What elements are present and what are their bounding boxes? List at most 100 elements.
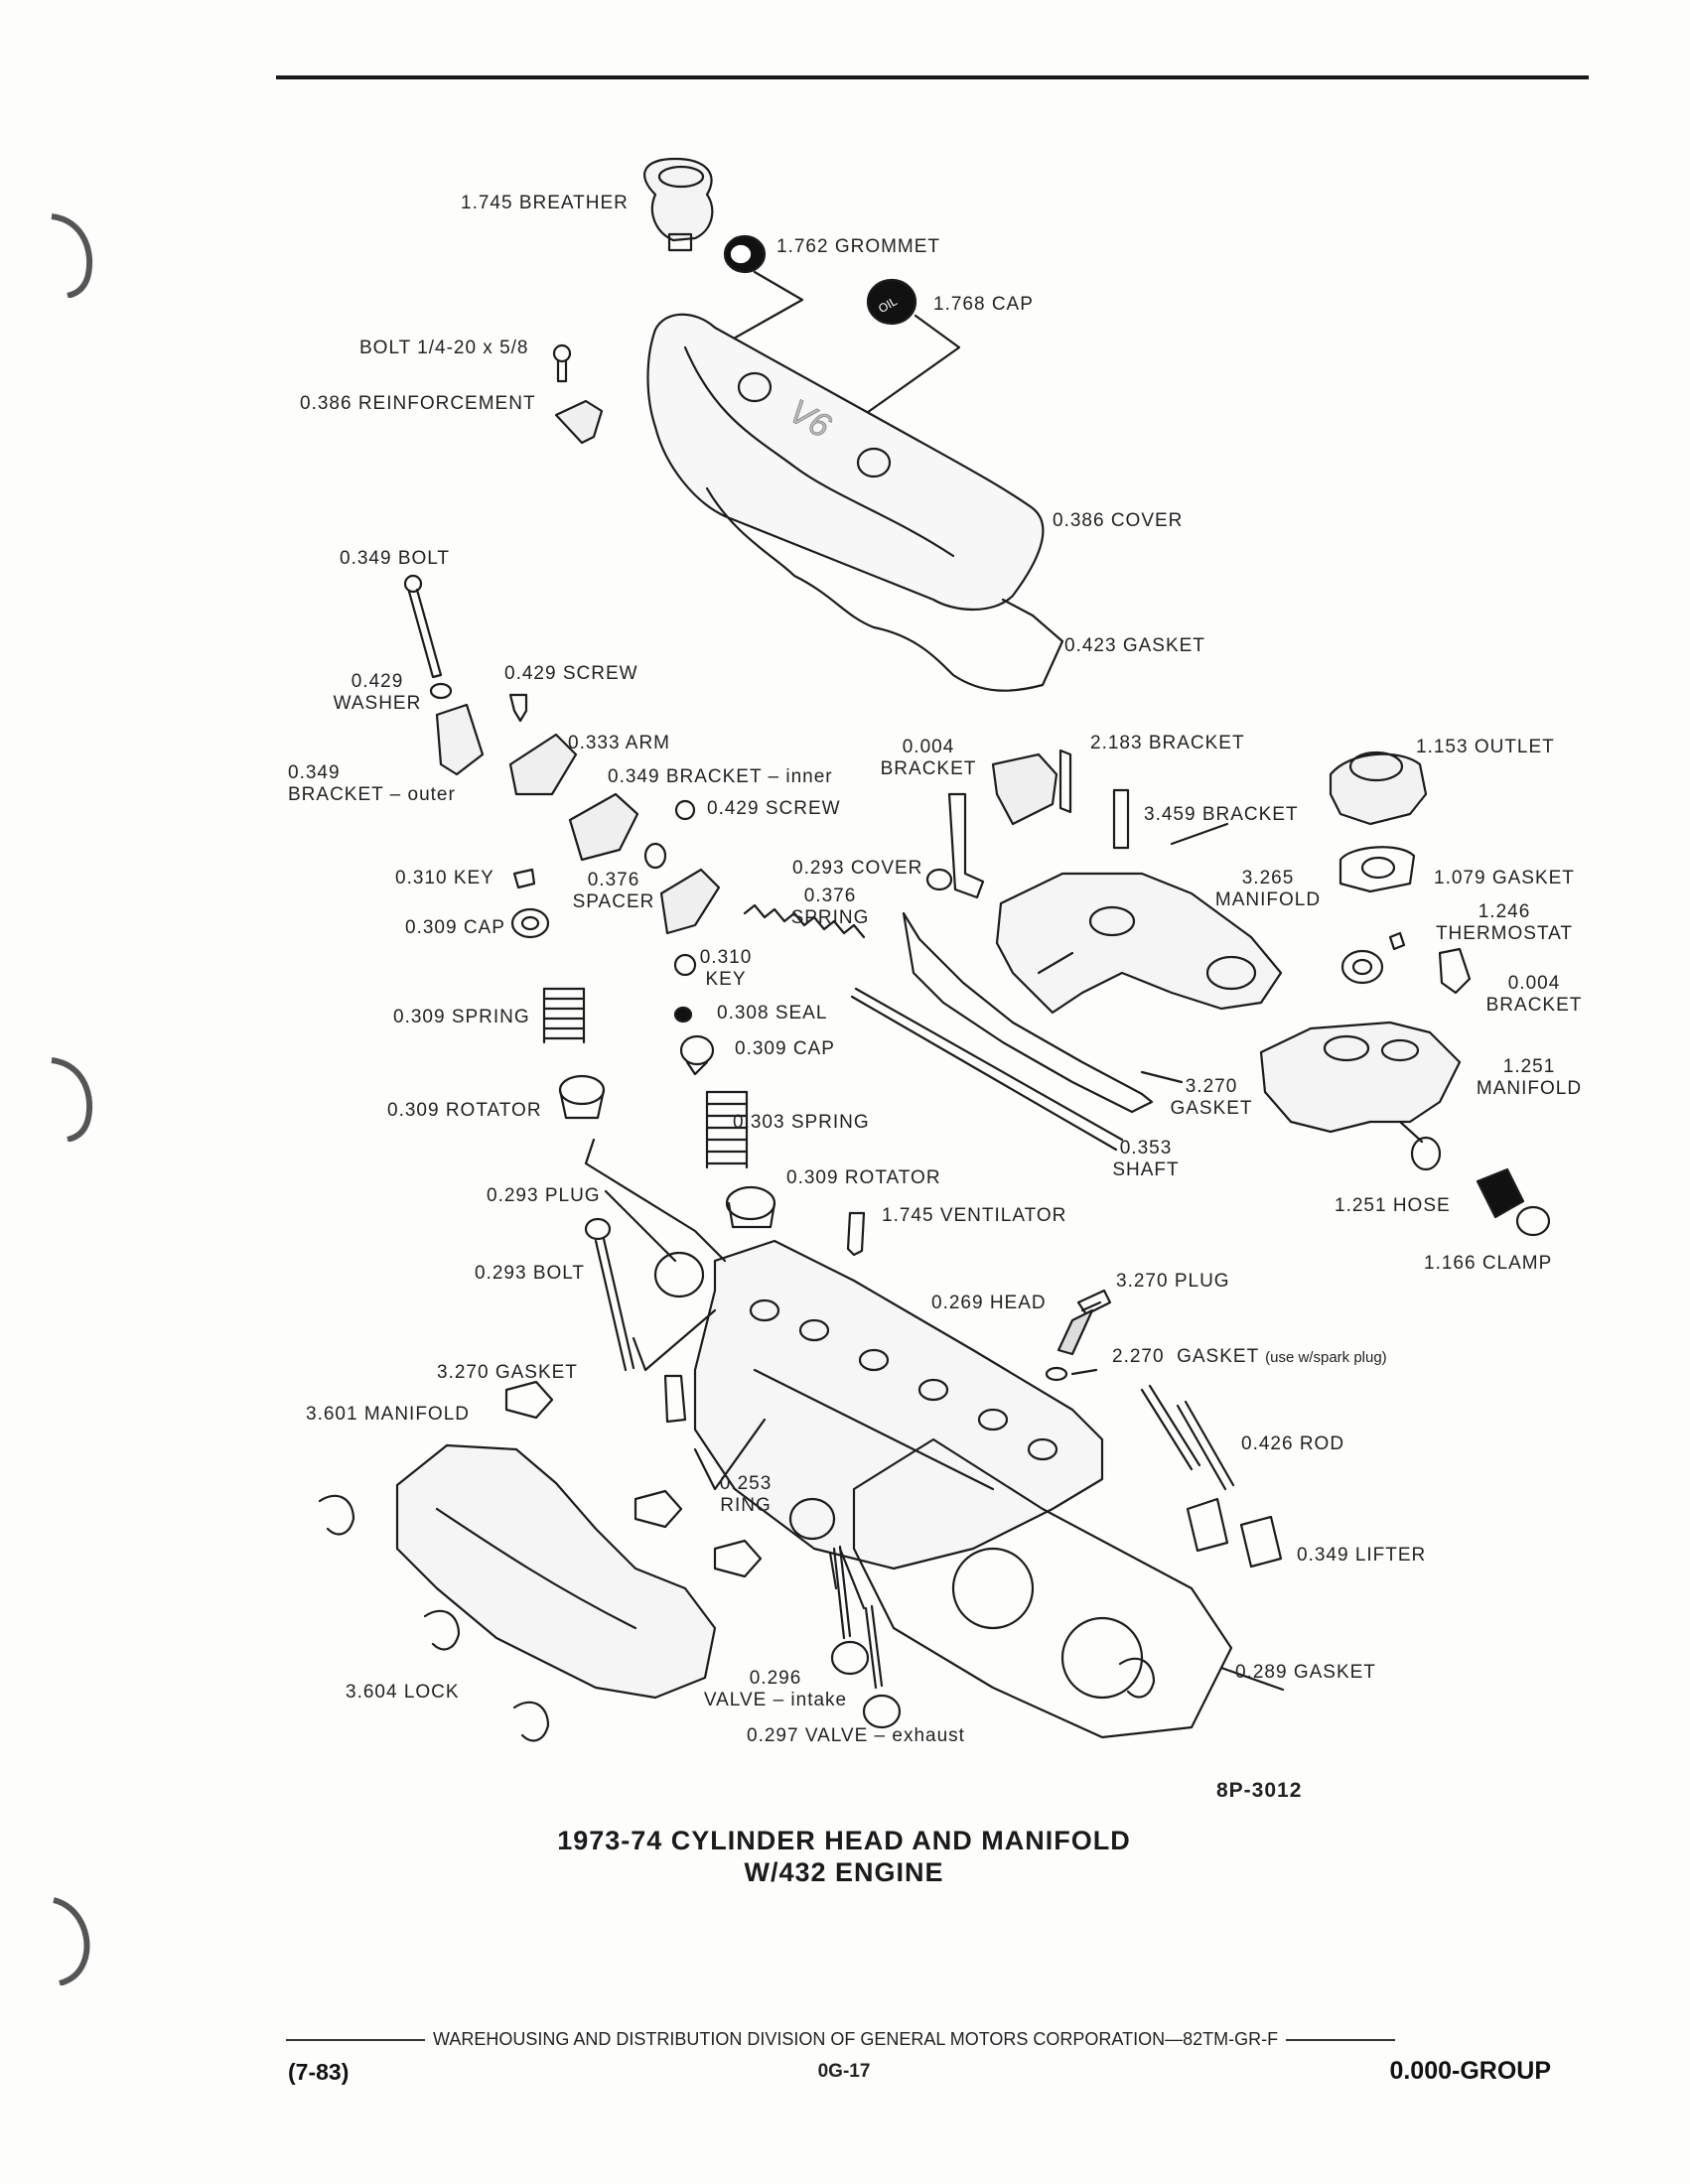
label-spring-303: 0.303 SPRING [733,1112,870,1133]
lock-d-part [1118,1657,1156,1699]
valve-exhaust-part [862,1604,902,1729]
label-grommet: 1.762 GROMMET [776,236,941,257]
label-valve-296: 0.296 VALVE – intake [703,1668,848,1710]
binder-hole-top [40,208,99,299]
bracket-004-part [947,792,985,899]
label-outlet-1153: 1.153 OUTLET [1416,737,1555,757]
rod-b-part [1176,1400,1235,1491]
label-rod-426: 0.426 ROD [1241,1433,1345,1454]
label-clamp-1166: 1.166 CLAMP [1424,1253,1553,1274]
seal-part [673,1006,693,1024]
figure-reference: 8P-3012 [1216,1779,1303,1802]
label-spacer-376: 0.376 SPACER [572,870,655,912]
manifold-3265-part [995,872,1283,1015]
label-cover-386: 0.386 COVER [1053,510,1184,531]
label-gasket-3270-a: 3.270 GASKET [1170,1076,1253,1119]
top-rule [276,75,1589,79]
label-gasket-2270-note: (use w/spark plug) [1265,1349,1387,1366]
footer-page-number: 0G-17 [817,2061,871,2082]
label-manifold-3265: 3.265 MANIFOLD [1214,868,1322,910]
binder-hole-bottom [40,1896,99,1986]
bolt-b-part [663,1374,687,1424]
shaft-part [850,987,1124,1152]
label-washer-429: 0.429 WASHER [333,671,422,714]
label-screw-429-b: 0.429 SCREW [707,798,841,819]
footer-rule-left [286,2038,425,2041]
footer-group: 0.000-GROUP [1389,2057,1551,2085]
bolt-349-part [403,574,443,679]
label-rotator-309-b: 0.309 ROTATOR [786,1167,941,1188]
label-lock-3604: 3.604 LOCK [346,1682,460,1703]
label-rotator-309-a: 0.309 ROTATOR [387,1100,542,1121]
label-cover-293: 0.293 COVER [792,858,923,879]
label-bracket-004-a: 0.004 BRACKET [880,737,977,779]
label-arm-333: 0.333 ARM [568,733,670,753]
label-gasket-2270: 2.270 GASKET (use w/spark plug) [1112,1346,1387,1368]
outlet-part [1329,751,1428,826]
label-bracket-3459: 3.459 BRACKET [1144,804,1299,825]
label-seal-308: 0.308 SEAL [717,1003,828,1024]
label-bolt-top: BOLT 1/4-20 x 5/8 [359,338,529,358]
exhaust-manifold-part [395,1443,717,1700]
spark-plug-part [1056,1289,1112,1356]
screw-b-part [674,799,696,821]
bracket-outer-part [435,703,485,776]
spring-309-part [542,987,586,1044]
label-lifter-349: 0.349 LIFTER [1297,1545,1427,1566]
label-gasket-3270-b: 3.270 GASKET [437,1362,578,1383]
spring-303-part [705,1090,749,1169]
thermostat-part [1340,931,1406,985]
label-bracket-349-outer: 0.349 BRACKET – outer [288,762,456,805]
breather-part [643,157,714,252]
label-manifold-3601: 3.601 MANIFOLD [306,1404,470,1425]
bracket-2183-part [991,752,1058,826]
caption-line-1: 1973-74 CYLINDER HEAD AND MANIFOLD [557,1826,1131,1855]
spark-gasket-part [1045,1366,1068,1382]
key-b-part [673,953,697,977]
valve-intake-part [830,1545,870,1676]
figure-caption: 1973-74 CYLINDER HEAD AND MANIFOLD W/432… [457,1825,1231,1889]
bracket-inner-part [568,792,639,862]
hose-part [1410,1136,1551,1237]
label-cap-309-a: 0.309 CAP [405,917,505,938]
bracket-2183-strap [1058,749,1072,814]
spacer-part [643,842,667,870]
label-head-269: 0.269 HEAD [931,1293,1047,1313]
footer-date-code: (7-83) [288,2059,350,2085]
cover-293-part [925,868,953,891]
rotator-part [558,1074,606,1120]
label-valve-297: 0.297 VALVE – exhaust [747,1725,965,1746]
caption-line-2: W/432 ENGINE [744,1857,944,1888]
label-thermostat-1246: 1.246 THERMOSTAT [1435,901,1574,944]
label-hose-1251: 1.251 HOSE [1335,1195,1451,1216]
label-gasket-423: 0.423 GASKET [1064,635,1205,656]
grommet-part [723,234,767,274]
label-key-310-a: 0.310 KEY [395,868,494,888]
label-manifold-1251: 1.251 MANIFOLD [1476,1056,1583,1099]
rocker-arm-part [508,733,578,796]
plug-293-part [653,1251,705,1298]
label-key-310-b: 0.310 KEY [699,947,753,990]
manifold-1251-part [1259,1021,1462,1134]
label-ventilator-1745: 1.745 VENTILATOR [882,1205,1067,1226]
lock-a-part [318,1494,355,1536]
bolt-293-part [584,1217,635,1372]
label-shaft-353: 0.353 SHAFT [1112,1138,1180,1180]
washer-part [429,682,453,700]
label-reinforcement: 0.386 REINFORCEMENT [300,393,536,414]
label-cap-309-b: 0.309 CAP [735,1038,835,1059]
label-gasket-2270-main: 2.270 GASKET [1112,1346,1259,1367]
reinforcement-part [552,343,604,445]
binder-hole-middle [40,1052,99,1143]
label-spring-376: 0.376 SPRING [790,886,870,928]
label-bracket-349-inner: 0.349 BRACKET – inner [608,766,833,787]
head-gasket-part [852,1437,1233,1739]
bracket-004-right-part [1438,947,1472,995]
valve-cover-part: V6 [646,313,1045,612]
cylinder-head-part [693,1239,1104,1570]
label-plug-293: 0.293 PLUG [487,1185,601,1206]
footer-division-text: WAREHOUSING AND DISTRIBUTION DIVISION OF… [433,2029,1279,2049]
footer-rule-right [1286,2038,1396,2041]
